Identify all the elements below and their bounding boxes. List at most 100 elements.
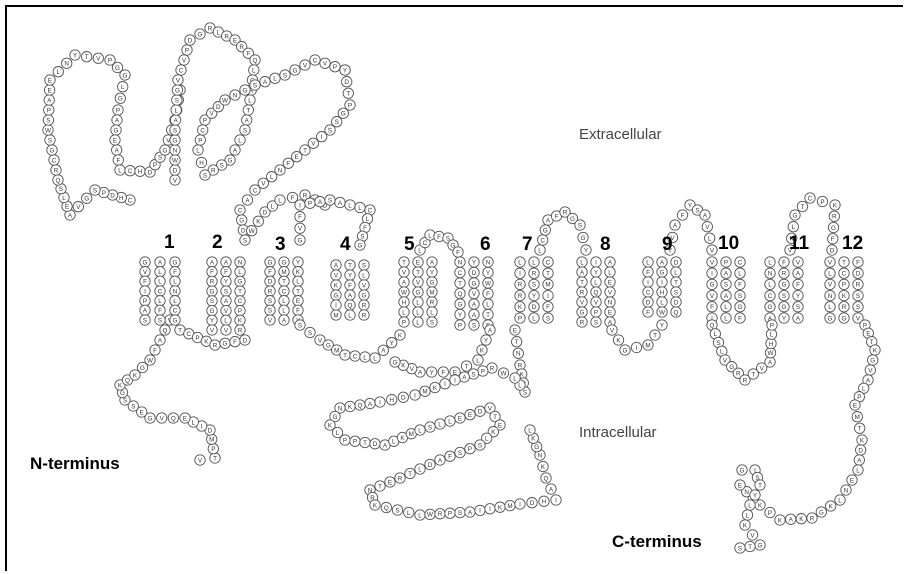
tm-helix-8-residue: G [577,307,587,317]
svg-text:S: S [523,389,527,396]
c-tail-residue: V [747,530,757,540]
svg-text:D: D [674,259,679,266]
extracellular-loop-5-residue: P [817,196,827,206]
svg-text:H: H [199,160,204,167]
loop-a-residue: G [115,93,125,103]
extracellular-loop-5-residue: F [828,234,838,244]
intracellular-loop-residue: D [370,439,380,449]
svg-text:E: E [608,279,612,286]
svg-text:S: S [856,293,860,300]
tm-helix-4-residue: A [331,260,341,270]
svg-text:G: G [738,304,743,311]
tm-number-9: 9 [662,234,673,256]
svg-text:H: H [119,195,124,202]
loop-b-residue: N [170,145,180,155]
tm-helix-8-residue: T [577,277,587,287]
tm-helix-2-residue: A [207,257,217,267]
tm-helix-10-residue: L [721,302,731,312]
intracellular-loop-residue: H [539,496,549,506]
svg-text:E: E [850,477,854,484]
intracellular-loop-residue: L [435,419,445,429]
svg-text:I: I [636,345,638,352]
tm-helix-5-residue: L [413,307,423,317]
svg-text:S: S [428,424,432,431]
tm-helix-2-residue: S [207,296,217,306]
tm-helix-11-residue: V [793,257,803,267]
c-tail-residue: P [765,507,775,517]
tm-helix-12-residue: N [825,290,835,300]
tm-helix-1-residue: A [140,305,150,315]
intracellular-loop-residue: I [485,504,495,514]
tm-helix-8-residue: S [591,317,601,327]
intracellular-loop-residue: E [385,477,395,487]
tm-helix-9-residue: Q [671,307,681,317]
svg-text:L: L [238,137,242,144]
svg-text:P: P [481,368,485,375]
tm-helix-11-residue: S [793,302,803,312]
extracellular-loop-4-residue: A [670,220,680,230]
svg-text:G: G [710,282,715,289]
intracellular-loop-residue: K [538,461,548,471]
svg-text:D: D [241,227,246,234]
svg-text:L: L [270,174,274,181]
tm-helix-6-residue: T [455,278,465,288]
svg-text:P: P [518,315,522,322]
svg-text:Q: Q [594,289,599,296]
loop-b-residue: T [243,105,253,115]
loop-a-residue: S [90,185,100,195]
svg-text:L: L [416,309,420,316]
svg-text:L: L [416,319,420,326]
tm-helix-11-residue: Y [779,313,789,323]
svg-text:G: G [123,72,128,79]
tm-helix-8-residue: Y [591,267,601,277]
svg-text:I: I [479,508,481,515]
svg-text:M: M [333,312,338,319]
svg-text:W: W [222,97,228,104]
svg-text:F: F [437,234,441,241]
svg-text:L: L [196,147,200,154]
svg-text:M: M [409,431,414,438]
svg-text:D: D [268,279,273,286]
svg-text:G: G [268,259,273,266]
tm-helix-2-residue: G [207,305,217,315]
svg-text:L: L [418,466,422,473]
svg-text:L: L [856,467,860,474]
tm-helix-8-residue: Q [591,287,601,297]
tm-helix-1-residue: P [140,296,150,306]
svg-text:S: S [158,155,162,162]
loop-b-residue: C [176,65,186,75]
svg-text:C: C [52,157,57,164]
svg-text:G: G [293,67,298,74]
svg-text:F: F [738,282,742,289]
svg-text:P: P [348,102,352,109]
tm-helix-2-residue: R [207,276,217,286]
loop-a-residue: A [112,145,122,155]
svg-text:T: T [580,279,584,286]
loop-a-residue: L [118,82,128,92]
extracellular-loop-5-residue: R [829,211,839,221]
tm-helix-10-residue: V [707,290,717,300]
svg-text:T: T [238,288,242,295]
extracellular-loop-3-residue: G [578,232,588,242]
svg-text:G: G [50,147,55,154]
tm-helix-1-residue: L [170,276,180,286]
c-terminus-label: C-terminus [612,532,702,552]
tm-helix-2-residue: T [235,286,245,296]
tm-helix-7-residue: F [543,302,553,312]
svg-text:N: N [744,489,749,496]
svg-text:S: S [335,119,339,126]
svg-text:L: L [173,298,177,305]
svg-text:I: I [201,423,203,430]
svg-text:R: R [211,167,216,174]
svg-text:G: G [740,467,745,474]
c-tail-residue: E [850,400,860,410]
tm-helix-3-residue: L [279,305,289,315]
svg-text:S: S [268,308,272,315]
n-tail-residue: V [195,455,205,465]
svg-text:T: T [653,332,657,339]
tm-helix-11-residue: S [779,290,789,300]
svg-text:F: F [233,339,237,346]
tm-helix-7-residue: M [543,279,553,289]
svg-text:L: L [392,439,396,446]
